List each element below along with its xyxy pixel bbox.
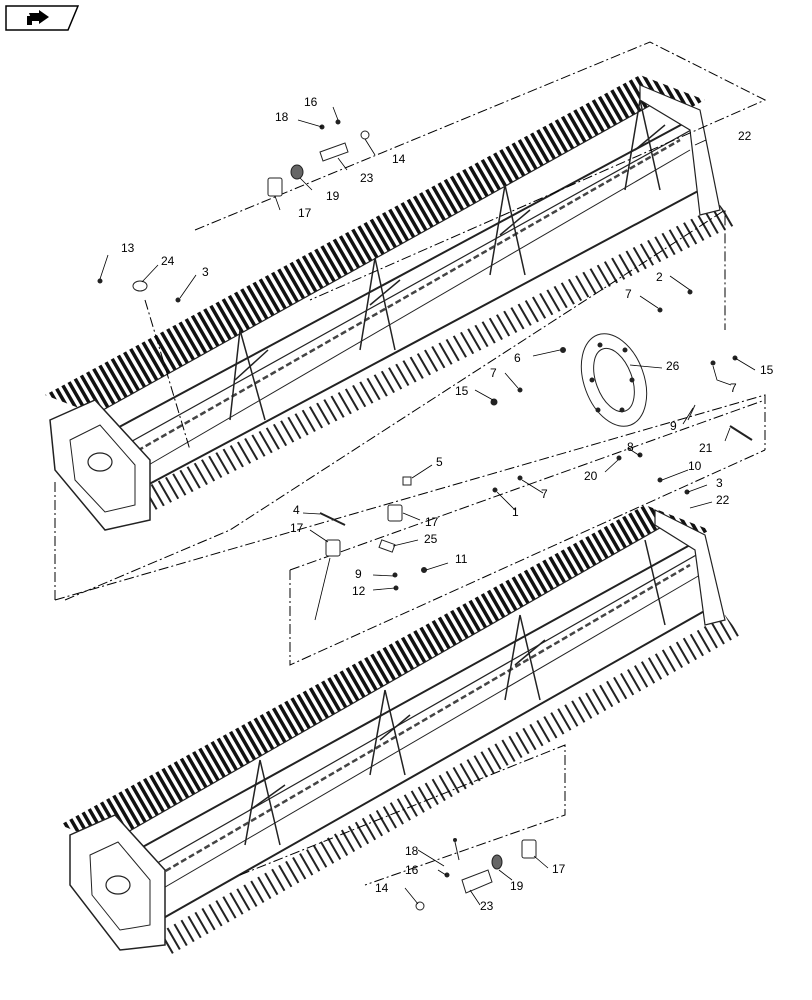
callout-8: 8 <box>627 440 634 454</box>
callout-4: 4 <box>293 503 300 517</box>
callout-25: 25 <box>424 532 438 546</box>
callout-15: 15 <box>760 363 774 377</box>
callout-19: 19 <box>510 879 524 893</box>
callout-3: 3 <box>202 265 209 279</box>
upper-right-end <box>639 84 721 216</box>
callout-23: 23 <box>360 171 374 185</box>
callout-26: 26 <box>666 359 680 373</box>
callout-13: 13 <box>121 241 135 255</box>
small-parts <box>97 119 753 911</box>
callout-24: 24 <box>161 254 175 268</box>
callout-16: 16 <box>304 95 318 109</box>
callout-7: 7 <box>490 366 497 380</box>
callout-14: 14 <box>392 152 406 166</box>
callout-5: 5 <box>436 455 443 469</box>
callout-7: 7 <box>730 381 737 395</box>
lower-right-end <box>654 509 726 626</box>
callout-17: 17 <box>290 521 304 535</box>
bearing-19-lower <box>491 854 503 870</box>
callout-12: 12 <box>352 584 366 598</box>
callout-11: 11 <box>455 552 468 566</box>
callout-1: 1 <box>512 505 519 519</box>
bearing-19-upper <box>290 164 304 180</box>
plate-25 <box>378 539 396 553</box>
callout-7: 7 <box>625 287 632 301</box>
callout-18: 18 <box>275 110 289 124</box>
callout-21: 21 <box>699 441 713 455</box>
leader-lines <box>99 106 756 906</box>
shaft-23-upper <box>319 142 349 162</box>
lower-top-tines <box>60 505 710 850</box>
bracket-17-lower <box>521 839 537 859</box>
bracket-17-mid <box>387 504 403 522</box>
return-arrow-icon <box>5 5 80 31</box>
callout-labels: 16 18 14 23 19 17 22 13 24 3 2 7 6 26 7 … <box>121 95 774 913</box>
callout-17: 17 <box>552 862 566 876</box>
bearing-ring-26 <box>580 333 648 427</box>
callout-17: 17 <box>298 206 312 220</box>
ring-14-upper <box>360 130 370 140</box>
callout-18: 18 <box>405 844 419 858</box>
bolt-5 <box>402 476 412 486</box>
callout-17: 17 <box>425 515 439 529</box>
callout-7: 7 <box>541 487 548 501</box>
phantom-lines <box>54 41 767 886</box>
callout-22: 22 <box>738 129 752 143</box>
upper-top-tines <box>45 75 705 420</box>
lower-bottom-tines <box>155 615 740 955</box>
callout-23: 23 <box>480 899 494 913</box>
callout-14: 14 <box>375 881 389 895</box>
callout-16: 16 <box>405 863 419 877</box>
callout-9: 9 <box>670 419 677 433</box>
washer-24 <box>132 280 148 292</box>
upper-reel-assembly <box>45 75 735 531</box>
callout-20: 20 <box>584 469 598 483</box>
callout-9: 9 <box>355 567 362 581</box>
callout-22: 22 <box>716 493 730 507</box>
callout-3: 3 <box>716 476 723 490</box>
callout-10: 10 <box>688 459 702 473</box>
upper-bottom-tines <box>120 205 735 520</box>
back-nav-button[interactable] <box>5 5 80 31</box>
callout-15: 15 <box>455 384 469 398</box>
callout-6: 6 <box>514 351 521 365</box>
callout-2: 2 <box>656 270 663 284</box>
callout-19: 19 <box>326 189 340 203</box>
bracket-17-upper <box>267 177 283 197</box>
shaft-23-lower <box>461 869 493 894</box>
lower-reel-assembly <box>60 505 740 955</box>
bracket-17-left <box>325 539 341 557</box>
